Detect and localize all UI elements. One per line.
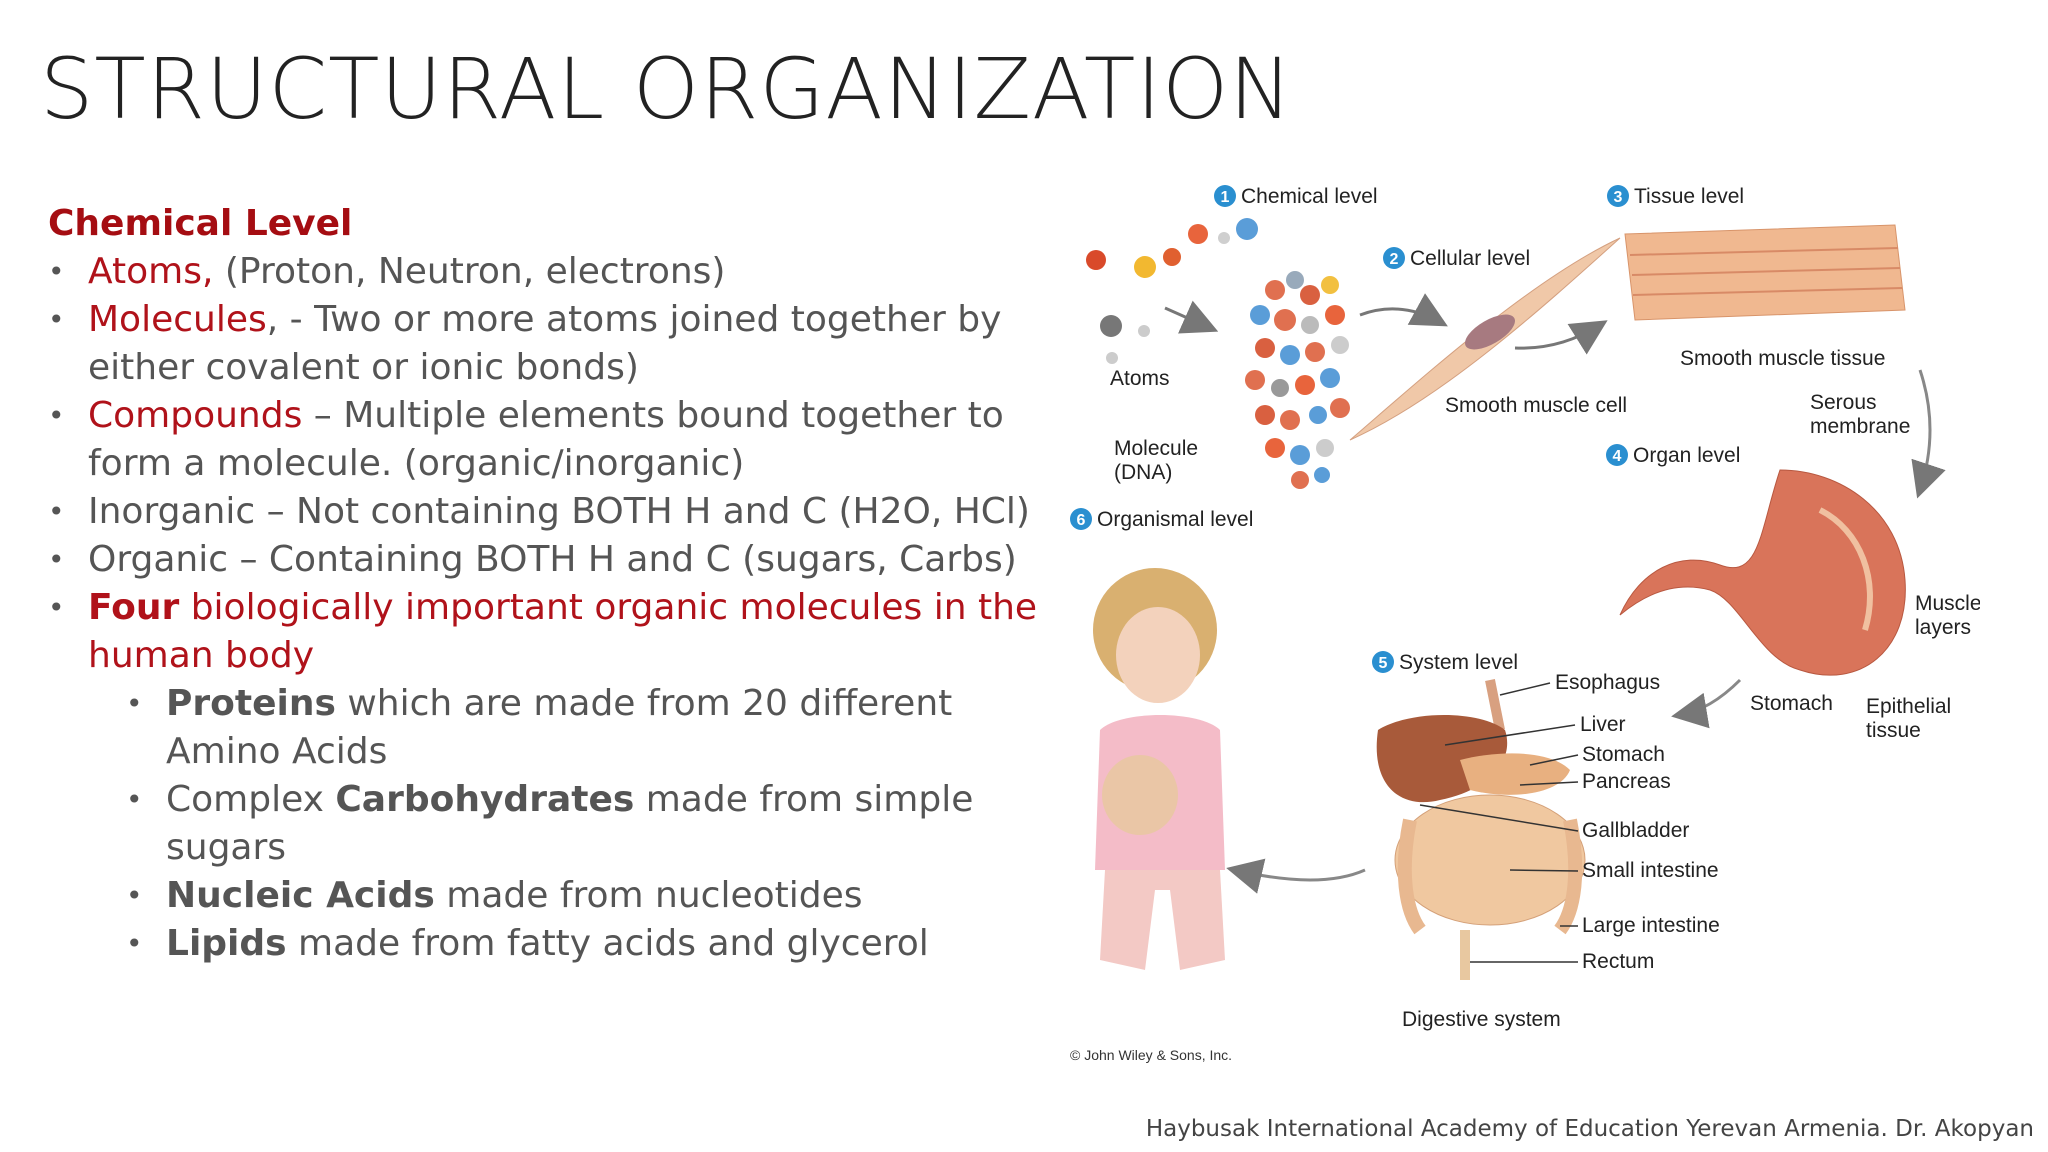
svg-text:4: 4 [1613, 448, 1622, 465]
term-compounds: Compounds [88, 395, 303, 436]
svg-text:3: 3 [1614, 189, 1623, 206]
badge-tissue-level: 3 Tissue level [1607, 185, 1744, 208]
sub-bullet-list: Proteins which are made from 20 differen… [88, 680, 1038, 968]
copyright-note: © John Wiley & Sons, Inc. [1070, 1047, 1232, 1063]
bullet-four-text: biologically important organic molecules… [88, 587, 1038, 676]
svg-text:(DNA): (DNA) [1114, 461, 1172, 484]
svg-text:Organismal level: Organismal level [1097, 508, 1253, 531]
svg-text:membrane: membrane [1810, 415, 1910, 438]
svg-text:Liver: Liver [1580, 713, 1626, 736]
svg-text:Smooth muscle cell: Smooth muscle cell [1445, 394, 1627, 417]
smooth-muscle-tissue-illustration: Smooth muscle tissue [1624, 224, 1906, 370]
bullet-organic: Organic – Containing BOTH H and C (sugar… [48, 536, 1038, 584]
badge-chemical-level: 1 Chemical level [1214, 185, 1378, 208]
term-molecules: Molecules [88, 299, 267, 340]
bullet-four-molecules: Four biologically important organic mole… [48, 584, 1038, 968]
svg-text:Chemical level: Chemical level [1241, 185, 1378, 208]
badge-cellular-level: 2 Cellular level [1383, 247, 1530, 270]
svg-text:Stomach: Stomach [1582, 743, 1665, 766]
smooth-muscle-cell-illustration: Smooth muscle cell [1349, 237, 1627, 441]
child-illustration [1093, 568, 1225, 970]
svg-text:Esophagus: Esophagus [1555, 671, 1660, 694]
badge-organismal-level: 6 Organismal level [1070, 508, 1253, 531]
bullet-compounds: Compounds – Multiple elements bound toge… [48, 392, 1038, 488]
bullet-molecules: Molecules, - Two or more atoms joined to… [48, 296, 1038, 392]
svg-text:Atoms: Atoms [1110, 367, 1170, 390]
bullet-inorganic: Inorganic – Not containing BOTH H and C … [48, 488, 1038, 536]
slide-title: STRUCTURAL ORGANIZATION [40, 40, 1294, 138]
digestive-system-illustration: Esophagus Liver Stomach Pancreas Gallbla… [1226, 671, 1720, 1031]
bullet-content: Chemical Level Atoms, (Proton, Neutron, … [48, 200, 1038, 968]
term-lipids: Lipids [166, 923, 287, 964]
svg-text:layers: layers [1915, 616, 1971, 639]
main-bullet-list: Atoms, (Proton, Neutron, electrons) Mole… [48, 248, 1038, 968]
svg-text:System level: System level [1399, 651, 1518, 674]
badge-organ-level: 4 Organ level [1606, 444, 1740, 467]
subbullet-lipids-text: made from fatty acids and glycerol [286, 923, 929, 964]
atoms-illustration: Atoms [1086, 218, 1258, 390]
subbullet-lipids: Lipids made from fatty acids and glycero… [126, 920, 1038, 968]
svg-text:Cellular level: Cellular level [1410, 247, 1530, 270]
svg-text:Smooth muscle tissue: Smooth muscle tissue [1680, 347, 1885, 370]
svg-text:5: 5 [1379, 655, 1388, 672]
subbullet-pre: Complex [166, 779, 336, 820]
subbullet-carbohydrates-text: made from simple sugars [166, 779, 974, 868]
svg-text:Organ level: Organ level [1633, 444, 1740, 467]
subbullet-proteins-text: which are made from 20 different Amino A… [166, 683, 953, 772]
term-nucleic-acids: Nucleic Acids [166, 875, 435, 916]
bullet-atoms: Atoms, (Proton, Neutron, electrons) [48, 248, 1038, 296]
svg-text:Small intestine: Small intestine [1582, 859, 1719, 882]
stomach-organ-illustration: Serous membrane Muscle layers Stomach Ep… [1619, 369, 1980, 742]
svg-text:Molecule: Molecule [1114, 437, 1198, 460]
svg-text:Tissue level: Tissue level [1634, 185, 1744, 208]
svg-text:6: 6 [1077, 512, 1086, 529]
badge-system-level: 5 System level [1372, 651, 1518, 674]
term-carbohydrates: Carbohydrates [335, 779, 635, 820]
footer-credit: Haybusak International Academy of Educat… [1145, 1116, 2034, 1142]
structural-levels-figure: 1 Chemical level 3 Tissue level 2 Cellul… [1070, 185, 1980, 1063]
term-atoms: Atoms, [88, 251, 214, 292]
svg-text:2: 2 [1390, 251, 1399, 268]
subbullet-carbohydrates: Complex Carbohydrates made from simple s… [126, 776, 1038, 872]
svg-text:Gallbladder: Gallbladder [1582, 819, 1689, 842]
svg-text:Large intestine: Large intestine [1582, 914, 1720, 937]
bullet-molecules-text: , - Two or more atoms joined together by… [88, 299, 1002, 388]
svg-text:Pancreas: Pancreas [1582, 770, 1671, 793]
svg-text:Digestive system: Digestive system [1402, 1008, 1561, 1031]
section-heading: Chemical Level [48, 203, 353, 244]
svg-text:Serous: Serous [1810, 391, 1877, 414]
svg-text:1: 1 [1221, 189, 1230, 206]
svg-text:Muscle: Muscle [1915, 592, 1980, 615]
svg-text:Rectum: Rectum [1582, 950, 1654, 973]
dna-molecule-illustration: Molecule (DNA) [1114, 271, 1350, 489]
subbullet-nucleic-acids-text: made from nucleotides [434, 875, 863, 916]
svg-text:Stomach: Stomach [1750, 692, 1833, 715]
subbullet-nucleic-acids: Nucleic Acids made from nucleotides [126, 872, 1038, 920]
bullet-atoms-text: (Proton, Neutron, electrons) [213, 251, 726, 292]
bullet-compounds-text: – Multiple elements bound together to fo… [88, 395, 1004, 484]
svg-text:tissue: tissue [1866, 719, 1921, 742]
subbullet-proteins: Proteins which are made from 20 differen… [126, 680, 1038, 776]
term-proteins: Proteins [166, 683, 336, 724]
term-four: Four [88, 587, 180, 628]
svg-text:Epithelial: Epithelial [1866, 695, 1951, 718]
